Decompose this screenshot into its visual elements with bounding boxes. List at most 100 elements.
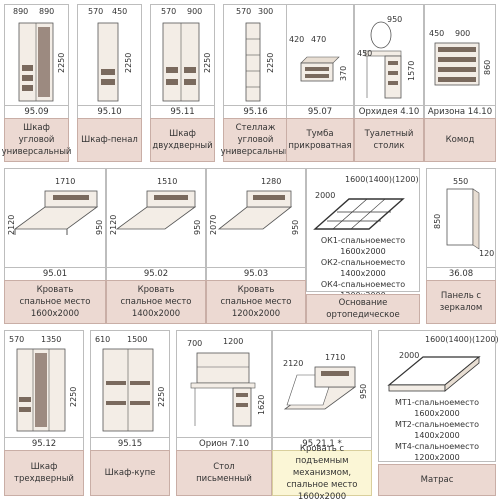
dim-depth: 700 [187, 339, 203, 348]
dim-width: 890 [13, 7, 29, 16]
item-label: Кровать спальное место 1200х2000 [206, 280, 306, 324]
dim-width: 570 [161, 7, 177, 16]
item-label: Кровать спальное место 1400х2000 [106, 280, 206, 324]
base-sizes-note: ОК1-спальноеместо 1600х2000 ОК2-спальное… [320, 236, 406, 300]
item-code: 95.11 [150, 106, 215, 118]
item-label: Кровать спальное место 1600х2000 [4, 280, 106, 324]
dim-width: 550 [453, 177, 469, 186]
dim-height: 1620 [257, 394, 266, 415]
item-code: 95.09 [4, 106, 69, 118]
mattress-drawing: 2000 1600(1400)(1200) МТ1-спальноеместо … [378, 330, 499, 462]
dim-height: 2250 [157, 386, 166, 407]
item-label: Основание ортопедическое [306, 294, 420, 324]
item-label: Кровать с подъемным механизмом, спальное… [272, 444, 372, 502]
dim-width: 950 [387, 15, 403, 24]
dim-depth: 120 [479, 249, 495, 258]
card-95-15[interactable]: 610 1500 2250 95.15 Шкаф-купе [90, 330, 170, 496]
dim-height: 950 [291, 219, 300, 235]
dim-depth: 610 [95, 335, 111, 344]
item-label: Комод [424, 118, 496, 162]
dim-width: 1350 [41, 335, 62, 344]
item-code: 95.10 [77, 106, 142, 118]
item-code: 95.07 [286, 106, 354, 118]
card-orhideya[interactable]: 950 450 1570 Орхидея 4.10 Туалетный стол… [354, 4, 424, 162]
dim-depth: 450 [112, 7, 128, 16]
item-label: Туалетный столик [354, 118, 424, 162]
dim-depth: 300 [258, 7, 274, 16]
dim-length: 2120 [7, 214, 16, 235]
orthopedic-base-drawing: 2000 1600(1400)(1200) ОК1-спальноеместо … [306, 168, 420, 300]
card-36-08[interactable]: 550 850 120 36.08 Панель с зеркалом [426, 168, 496, 324]
dim-height: 950 [193, 219, 202, 235]
card-95-02[interactable]: 1510 2120 950 95.02 Кровать спальное мес… [106, 168, 206, 324]
item-code: 95.21.1 * [272, 438, 372, 450]
dressing-table-drawing: 950 450 1570 [354, 4, 424, 106]
dim-width: 570 [88, 7, 104, 16]
dim-width: 900 [455, 29, 471, 38]
dim-height: 1570 [407, 60, 416, 81]
item-code: 95.01 [4, 268, 106, 280]
lift-bed-drawing: 2120 1710 950 [272, 330, 372, 438]
corner-shelf-drawing: 570 300 2250 [223, 4, 288, 106]
card-orion[interactable]: 700 1200 1620 Орион 7.10 Стол письменный [176, 330, 272, 496]
dim-width: 1500 [127, 335, 148, 344]
dim-width: 1710 [55, 177, 76, 186]
card-95-10[interactable]: 570 450 2250 95.10 Шкаф-пенал [77, 4, 142, 162]
item-code: 95.12 [4, 438, 84, 450]
item-code: Орхидея 4.10 [354, 106, 424, 118]
dim-width: 1200 [223, 337, 244, 346]
dim-width: 1510 [157, 177, 178, 186]
dim-length: 2120 [283, 359, 304, 368]
dim-depth: 570 [9, 335, 25, 344]
item-label: Матрас [378, 464, 496, 496]
item-label: Шкаф трехдверный [4, 450, 84, 496]
dim-height: 950 [359, 383, 368, 399]
card-95-07[interactable]: 420 470 370 95.07 Тумба прикроватная [286, 4, 354, 162]
dim-height: 2250 [69, 386, 78, 407]
dim-width: 420 [289, 35, 305, 44]
mattress-sizes-note: МТ1-спальноеместо 1600х2000 МТ2-спальное… [394, 398, 480, 462]
card-95-21-1[interactable]: 2120 1710 950 95.21.1 * Кровать с подъем… [272, 330, 372, 502]
card-95-11[interactable]: 570 900 2250 95.11 Шкаф двухдверный [150, 4, 215, 162]
card-95-09[interactable]: 890 890 2250 95.09 Шкаф угловой универса… [2, 4, 71, 162]
dim-depth: 470 [311, 35, 327, 44]
sliding-wardrobe-drawing: 610 1500 2250 [90, 330, 170, 438]
item-code: 95.16 [223, 106, 288, 118]
pencil-case-drawing: 570 450 2250 [77, 4, 142, 106]
card-95-16[interactable]: 570 300 2250 95.16 Стеллаж угловой униве… [221, 4, 290, 162]
dim-depth: 890 [39, 7, 55, 16]
dim-length: 2000 [399, 351, 420, 360]
bed-1600-drawing: 1710 2120 950 [4, 168, 106, 268]
dim-width: 570 [236, 7, 252, 16]
dim-height: 850 [433, 213, 442, 229]
two-door-wardrobe-drawing: 570 900 2250 [150, 4, 215, 106]
item-label: Шкаф угловой универсальный [2, 118, 71, 162]
dim-depth: 450 [357, 49, 373, 58]
bed-1200-drawing: 1280 2070 950 [206, 168, 306, 268]
card-95-03[interactable]: 1280 2070 950 95.03 Кровать спальное мес… [206, 168, 306, 324]
card-orthopedic-base[interactable]: 2000 1600(1400)(1200) ОК1-спальноеместо … [306, 168, 420, 324]
item-code: 36.08 [426, 268, 496, 280]
dim-height: 2250 [266, 52, 275, 73]
card-95-12[interactable]: 570 1350 2250 95.12 Шкаф трехдверный [4, 330, 84, 496]
item-label: Шкаф-купе [90, 450, 170, 496]
three-door-wardrobe-drawing: 570 1350 2250 [4, 330, 84, 438]
card-95-01[interactable]: 1710 2120 950 95.01 Кровать спальное мес… [4, 168, 106, 324]
card-arizona[interactable]: 450 900 860 Аризона 14.10 Комод [424, 4, 496, 162]
dim-height: 2250 [124, 52, 133, 73]
item-label: Панель с зеркалом [426, 280, 496, 324]
mirror-panel-drawing: 550 850 120 [426, 168, 496, 268]
dim-height: 950 [95, 219, 104, 235]
item-label: Шкаф двухдверный [150, 118, 215, 162]
item-code: Аризона 14.10 [424, 106, 496, 118]
item-code: Орион 7.10 [176, 438, 272, 450]
card-mattress[interactable]: 2000 1600(1400)(1200) МТ1-спальноеместо … [378, 330, 499, 496]
item-code: 95.15 [90, 438, 170, 450]
dim-depth: 900 [187, 7, 203, 16]
dim-width: 1710 [325, 353, 346, 362]
dim-length: 2070 [209, 214, 218, 235]
dim-height: 860 [483, 59, 492, 75]
bedside-table-drawing: 420 470 370 [286, 4, 354, 106]
dim-depth: 450 [429, 29, 445, 38]
dim-length: 2000 [315, 191, 336, 200]
